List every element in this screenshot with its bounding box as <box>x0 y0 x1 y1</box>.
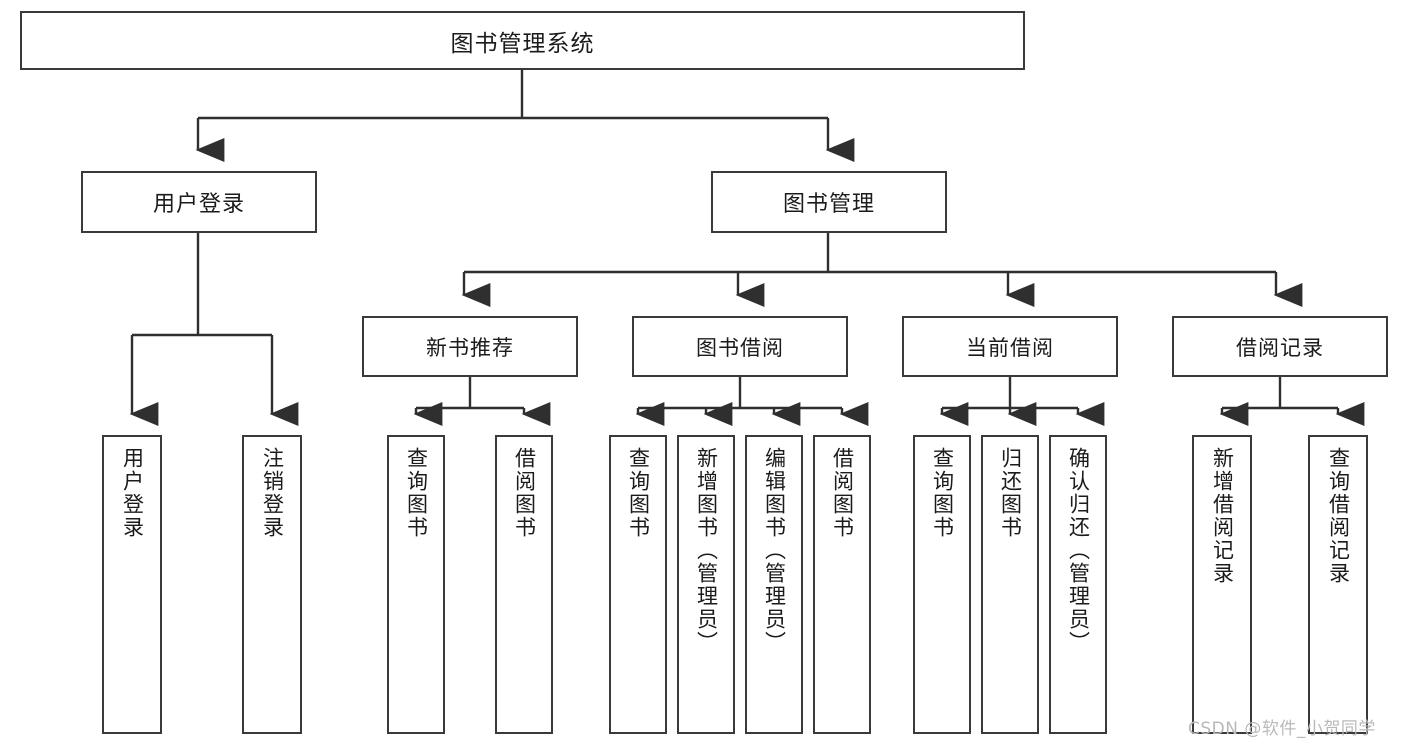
node-book-borrow[interactable]: 图书借阅 <box>632 316 848 377</box>
node-leaf-user-login-label: 用户登录 <box>120 447 145 539</box>
node-leaf-borrow-book-1[interactable]: 借阅图书 <box>495 435 553 734</box>
node-borrow-record[interactable]: 借阅记录 <box>1172 316 1388 377</box>
node-leaf-edit-book-label: 编辑图书（管理员） <box>762 447 787 654</box>
node-leaf-edit-book[interactable]: 编辑图书（管理员） <box>745 435 803 734</box>
node-leaf-borrow-book-2-label: 借阅图书 <box>830 447 855 539</box>
watermark-text: CSDN @软件_小贺同学 <box>1188 719 1376 739</box>
node-leaf-logout-login-label: 注销登录 <box>260 447 285 539</box>
node-leaf-logout-login[interactable]: 注销登录 <box>242 435 302 734</box>
node-book-manage-label: 图书管理 <box>782 192 875 217</box>
node-current-borrow[interactable]: 当前借阅 <box>902 316 1118 377</box>
node-new-book-recommend[interactable]: 新书推荐 <box>362 316 578 377</box>
node-leaf-query-record-label: 查询借阅记录 <box>1326 447 1351 585</box>
node-user-login-label: 用户登录 <box>152 192 245 217</box>
node-borrow-record-label: 借阅记录 <box>1236 335 1324 360</box>
node-root[interactable]: 图书管理系统 <box>20 11 1025 70</box>
node-leaf-query-book-3[interactable]: 查询图书 <box>913 435 971 734</box>
node-leaf-user-login[interactable]: 用户登录 <box>102 435 162 734</box>
node-book-borrow-label: 图书借阅 <box>696 335 784 360</box>
node-book-manage[interactable]: 图书管理 <box>711 171 947 233</box>
node-leaf-query-book-2-label: 查询图书 <box>626 447 651 539</box>
node-leaf-query-book-1-label: 查询图书 <box>404 447 429 539</box>
node-leaf-return-book[interactable]: 归还图书 <box>981 435 1039 734</box>
node-leaf-borrow-book-2[interactable]: 借阅图书 <box>813 435 871 734</box>
node-leaf-add-book[interactable]: 新增图书（管理员） <box>677 435 735 734</box>
node-new-book-recommend-label: 新书推荐 <box>426 335 514 360</box>
node-leaf-add-record-label: 新增借阅记录 <box>1210 447 1235 585</box>
node-current-borrow-label: 当前借阅 <box>966 335 1054 360</box>
node-leaf-query-book-3-label: 查询图书 <box>930 447 955 539</box>
node-leaf-add-record[interactable]: 新增借阅记录 <box>1192 435 1252 734</box>
node-leaf-borrow-book-1-label: 借阅图书 <box>512 447 537 539</box>
node-root-label: 图书管理系统 <box>450 30 595 57</box>
node-leaf-confirm-return-label: 确认归还（管理员） <box>1066 447 1091 654</box>
node-user-login[interactable]: 用户登录 <box>81 171 317 233</box>
node-leaf-query-record[interactable]: 查询借阅记录 <box>1308 435 1368 734</box>
node-leaf-query-book-2[interactable]: 查询图书 <box>609 435 667 734</box>
node-leaf-add-book-label: 新增图书（管理员） <box>694 447 719 654</box>
node-leaf-confirm-return[interactable]: 确认归还（管理员） <box>1049 435 1107 734</box>
node-leaf-query-book-1[interactable]: 查询图书 <box>387 435 445 734</box>
node-leaf-return-book-label: 归还图书 <box>998 447 1023 539</box>
